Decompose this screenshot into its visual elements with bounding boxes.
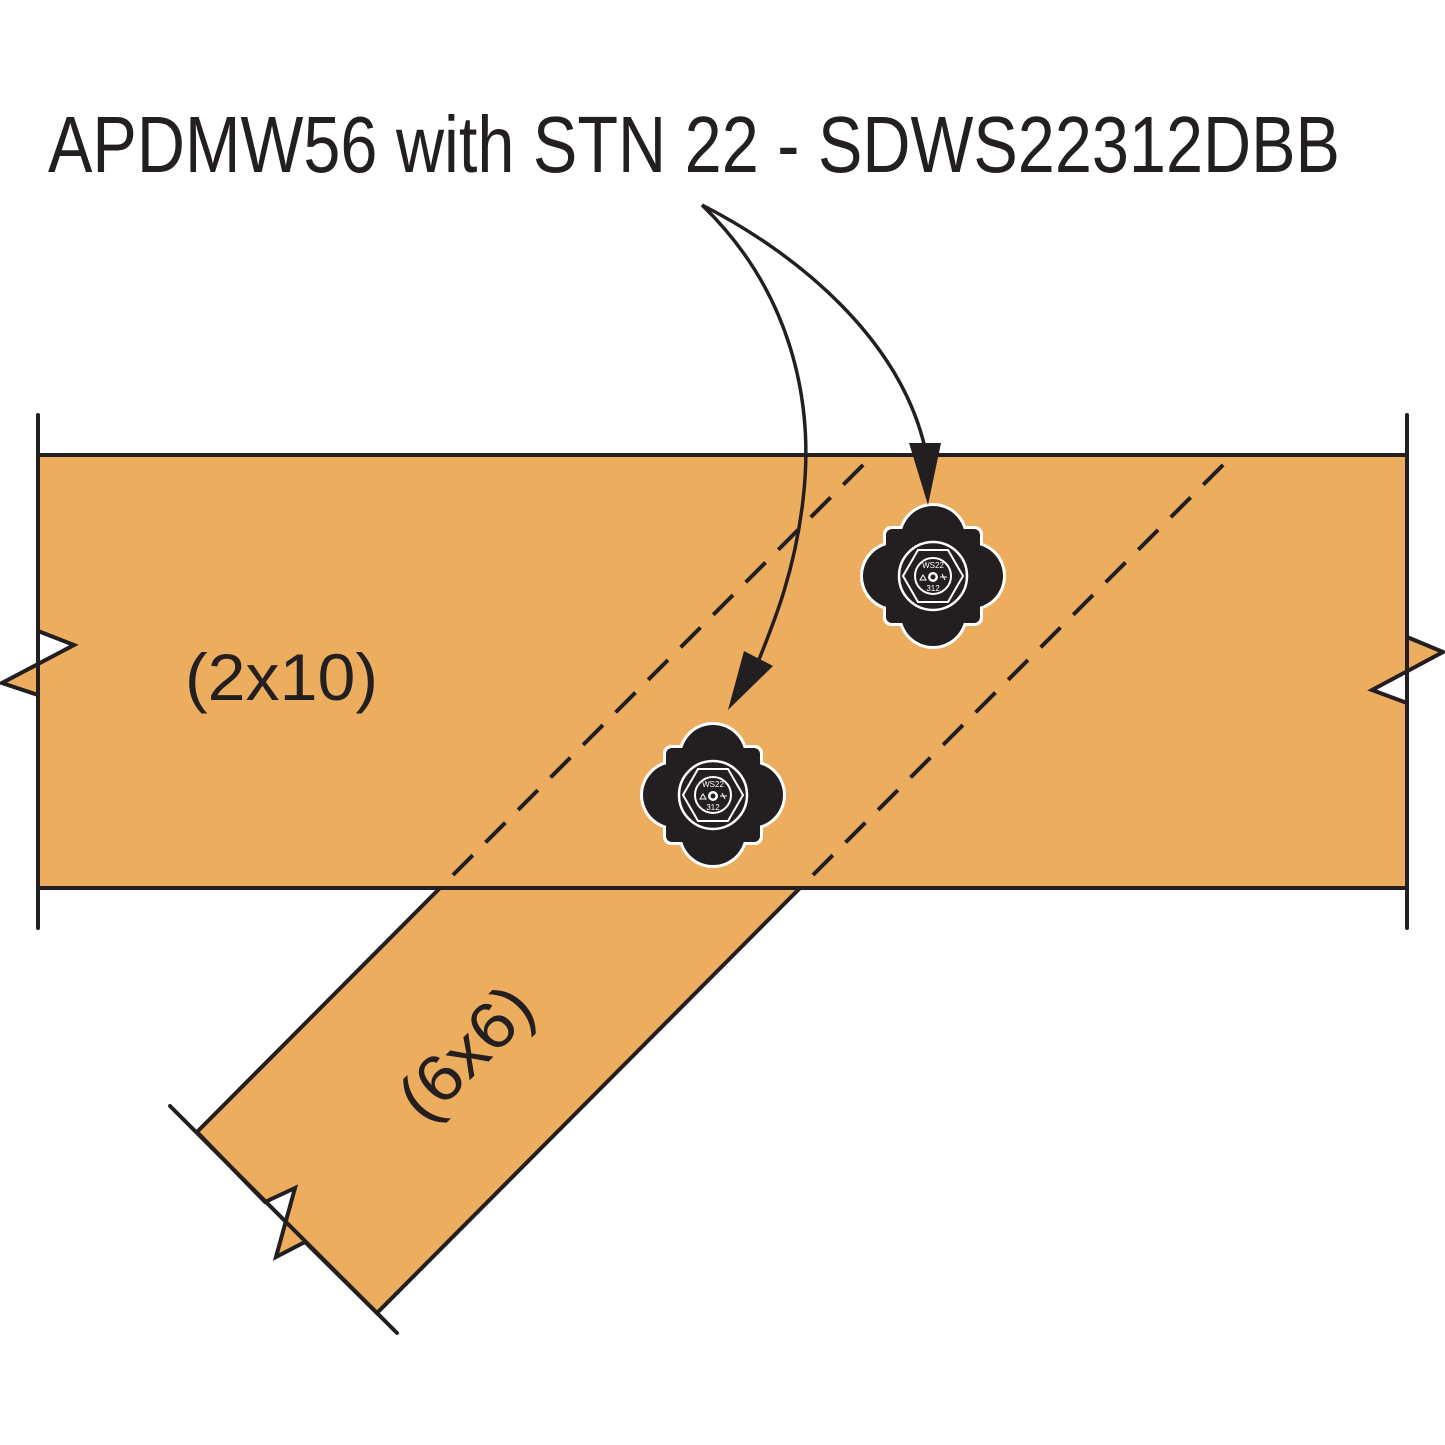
diagram-title: APDMW56 with STN 22 - SDWS22312DBB <box>48 100 1340 189</box>
fastener-marking-top: WS22 <box>922 561 944 570</box>
post-end-line <box>168 1104 399 1335</box>
post-6x6 <box>194 886 805 1316</box>
arrowhead-upper-icon <box>909 443 941 505</box>
fastener-marking-bottom: 312 <box>926 584 940 593</box>
beam-label: (2x10) <box>185 640 378 714</box>
arrowhead-lower-icon <box>728 651 773 710</box>
leader-arrow-upper <box>701 203 927 449</box>
fastener-marking-top: WS22 <box>702 780 724 789</box>
fastener-lower: WS22 312 <box>638 720 788 870</box>
hidden-post-edge-right <box>811 453 1235 877</box>
hidden-post-edge-left <box>451 453 875 877</box>
fastener-upper: WS22 312 <box>858 501 1008 651</box>
leader-arrow-lower <box>700 203 808 663</box>
fastener-marking-bottom: 312 <box>706 803 720 812</box>
